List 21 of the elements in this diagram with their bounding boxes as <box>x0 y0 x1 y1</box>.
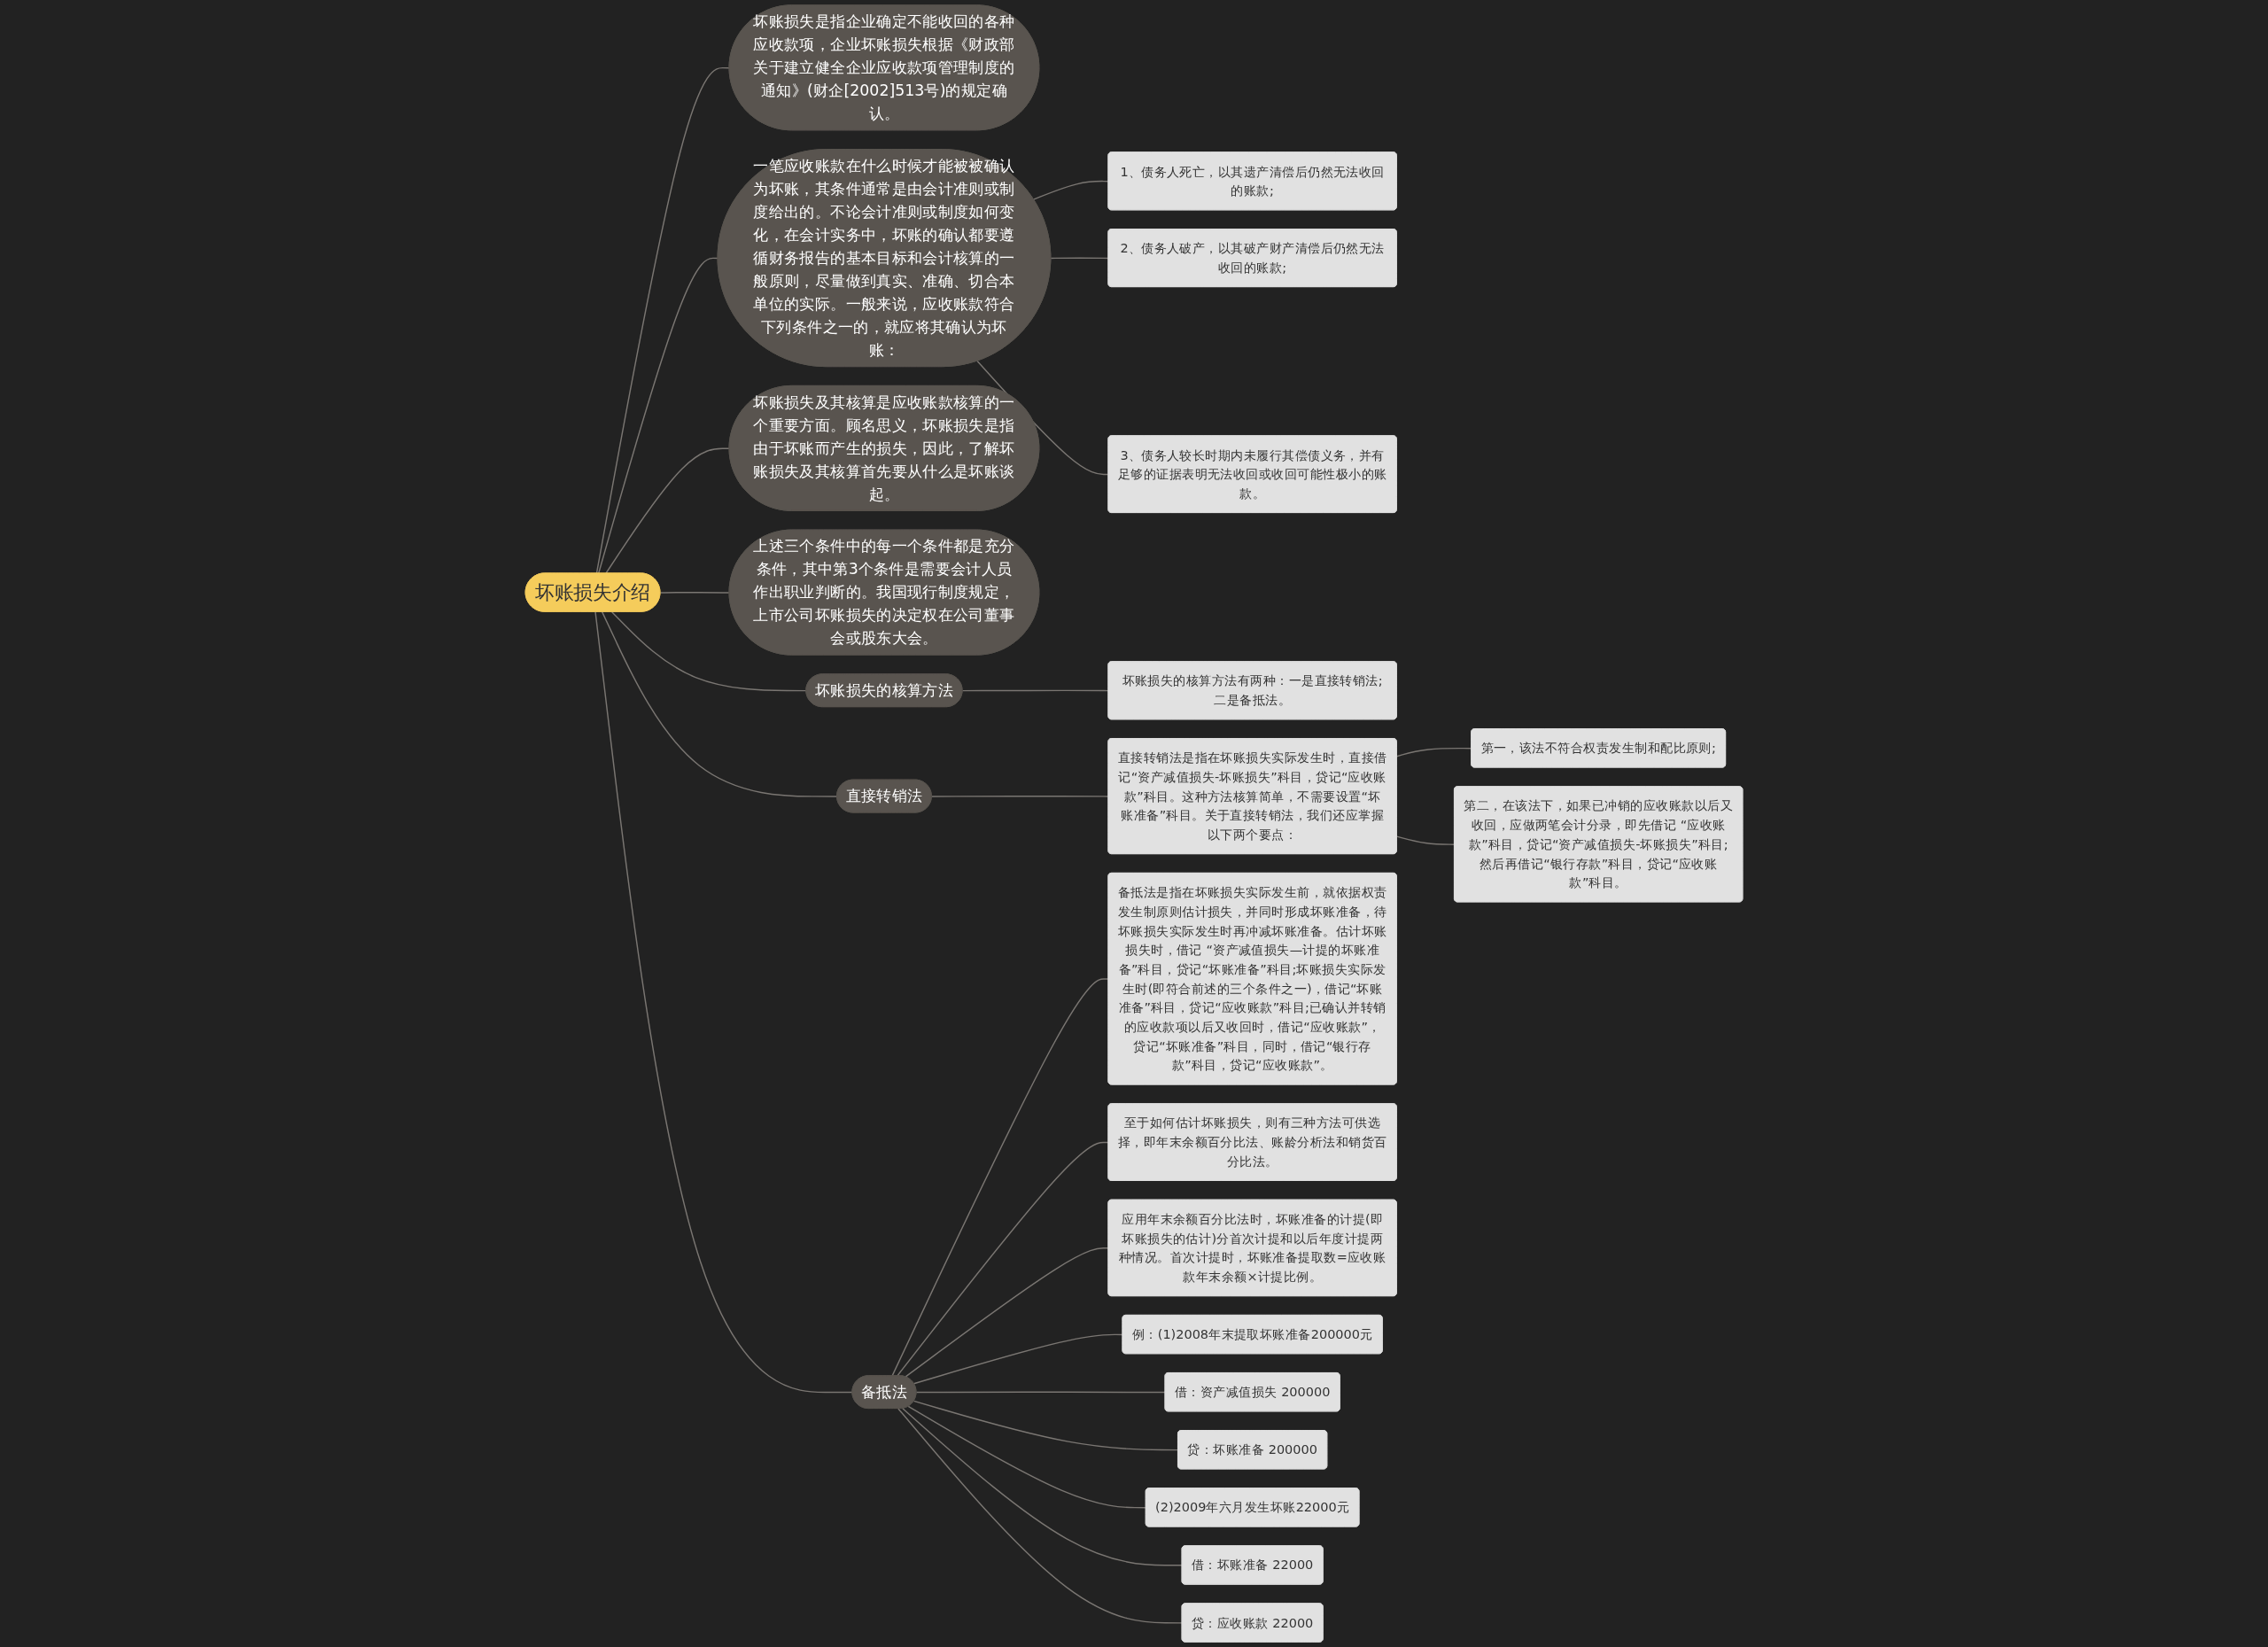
connector <box>1032 180 1109 200</box>
connector <box>1396 747 1472 757</box>
connector <box>595 66 731 574</box>
connector <box>902 1408 1184 1566</box>
connector <box>905 1247 1109 1378</box>
connector <box>961 689 1109 692</box>
connector <box>915 1391 1167 1394</box>
connector <box>907 1405 1147 1509</box>
connector <box>659 592 731 594</box>
connector <box>913 1400 1179 1451</box>
connector <box>1396 835 1456 845</box>
connector <box>610 610 807 692</box>
connector <box>891 978 1109 1377</box>
connector <box>931 795 1109 797</box>
connector <box>897 1141 1109 1377</box>
connector <box>1050 257 1109 260</box>
connector <box>601 610 838 797</box>
connector <box>594 610 853 1394</box>
connector <box>597 257 719 574</box>
connector <box>897 1408 1184 1624</box>
connector <box>605 447 731 574</box>
